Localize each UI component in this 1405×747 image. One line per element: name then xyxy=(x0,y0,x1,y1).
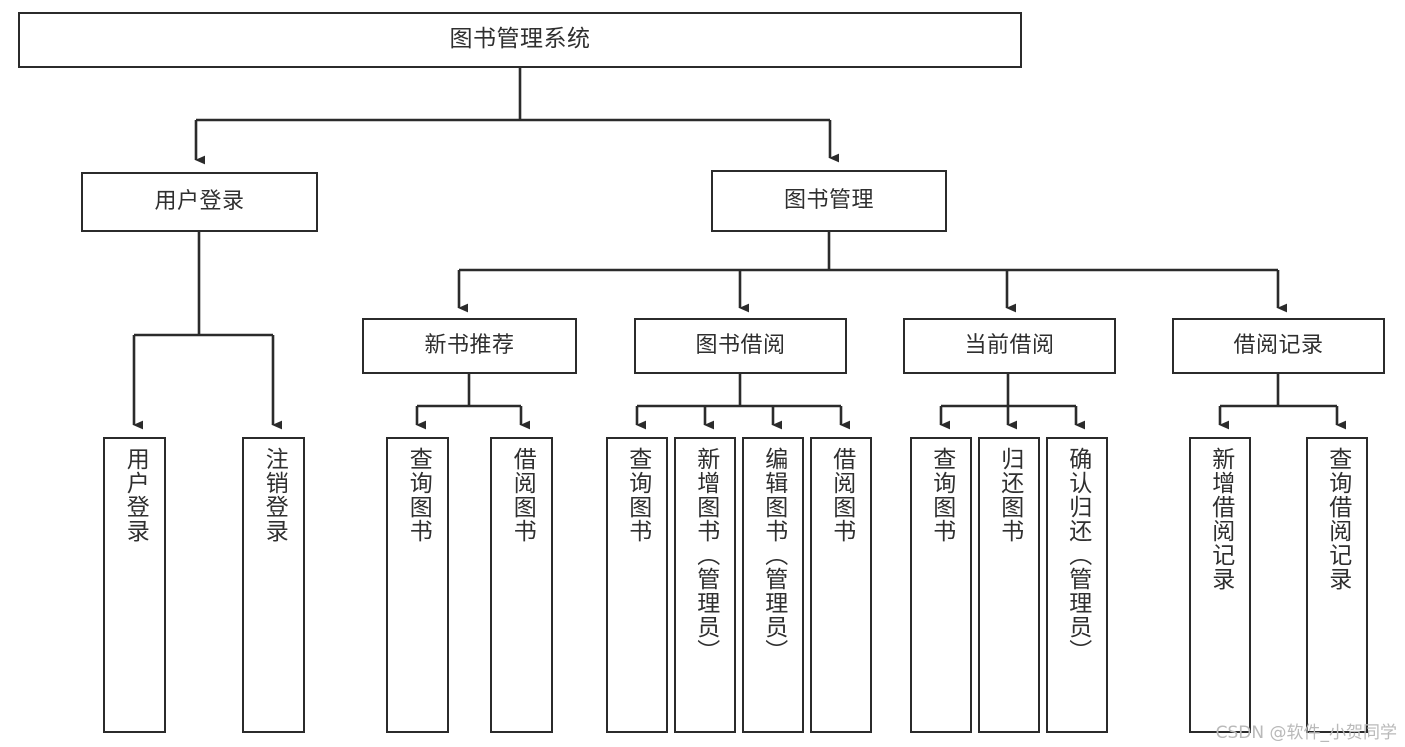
leaf-query-book-borrow[interactable]: 查询图书 xyxy=(606,437,668,733)
leaf-confirm-return-admin[interactable]: 确认归还（管理员） xyxy=(1046,437,1108,733)
node-book-borrowing[interactable]: 图书借阅 xyxy=(634,318,847,374)
node-label: 查询图书 xyxy=(405,447,432,543)
node-label: 编辑图书（管理员） xyxy=(760,447,787,663)
node-user-login[interactable]: 用户登录 xyxy=(81,172,318,232)
node-label: 查询借阅记录 xyxy=(1324,447,1351,591)
node-borrowing-record[interactable]: 借阅记录 xyxy=(1172,318,1385,374)
leaf-add-book-admin[interactable]: 新增图书（管理员） xyxy=(674,437,736,733)
leaf-query-book-current[interactable]: 查询图书 xyxy=(910,437,972,733)
node-label: 查询图书 xyxy=(928,447,955,543)
node-label: 查询图书 xyxy=(624,447,651,543)
node-new-book-recommendation[interactable]: 新书推荐 xyxy=(362,318,577,374)
csdn-watermark: CSDN @软件_小贺同学 xyxy=(1215,723,1397,743)
leaf-return-book[interactable]: 归还图书 xyxy=(978,437,1040,733)
leaf-query-book-recommend[interactable]: 查询图书 xyxy=(386,437,449,733)
node-current-borrowing[interactable]: 当前借阅 xyxy=(903,318,1116,374)
node-label: 用户登录 xyxy=(122,447,149,543)
leaf-user-login[interactable]: 用户登录 xyxy=(103,437,166,733)
node-label: 借阅图书 xyxy=(509,447,536,543)
node-root-book-management-system[interactable]: 图书管理系统 xyxy=(18,12,1022,68)
node-book-management[interactable]: 图书管理 xyxy=(711,170,947,232)
node-label: 确认归还（管理员） xyxy=(1064,447,1091,663)
leaf-borrow-book-recommend[interactable]: 借阅图书 xyxy=(490,437,553,733)
node-label: 新增借阅记录 xyxy=(1207,447,1234,591)
leaf-logout[interactable]: 注销登录 xyxy=(242,437,305,733)
leaf-query-borrow-record[interactable]: 查询借阅记录 xyxy=(1306,437,1368,733)
node-label: 注销登录 xyxy=(261,447,288,543)
node-label: 图书管理系统 xyxy=(449,26,591,53)
node-label: 新增图书（管理员） xyxy=(692,447,719,663)
leaf-add-borrow-record[interactable]: 新增借阅记录 xyxy=(1189,437,1251,733)
node-label: 借阅记录 xyxy=(1233,333,1324,359)
node-label: 新书推荐 xyxy=(424,333,515,359)
node-label: 借阅图书 xyxy=(828,447,855,543)
node-label: 图书借阅 xyxy=(695,333,786,359)
node-label: 用户登录 xyxy=(154,189,245,215)
node-label: 当前借阅 xyxy=(964,333,1055,359)
node-label: 归还图书 xyxy=(996,447,1023,543)
leaf-edit-book-admin[interactable]: 编辑图书（管理员） xyxy=(742,437,804,733)
leaf-borrow-book[interactable]: 借阅图书 xyxy=(810,437,872,733)
node-label: 图书管理 xyxy=(783,188,874,214)
